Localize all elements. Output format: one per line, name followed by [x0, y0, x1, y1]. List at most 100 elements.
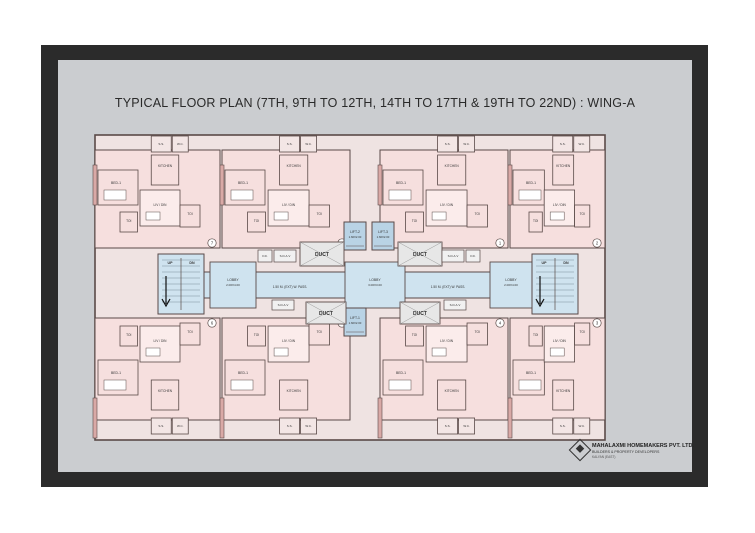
bottom-flat-4-toilet-b	[528, 325, 543, 347]
bottom-flat-1-living	[139, 325, 181, 363]
top-flat-4-living	[543, 189, 576, 227]
top-flat-4-balcony-edge	[507, 164, 513, 206]
duct-bottom-right-cross-b	[399, 301, 441, 325]
top-flat-2-shaft	[279, 135, 301, 153]
bottom-flat-2-bedroom-label: BED-1	[238, 371, 248, 375]
staircase-left-up-label: UP	[168, 261, 174, 265]
bottom-flat-3-wc	[458, 417, 476, 435]
lift-3-size: 1.60X2.00	[377, 235, 390, 239]
bottom-flat-1-kitchen	[150, 379, 180, 411]
bottom-flat-3-balcony-edge	[377, 397, 383, 439]
top-flat-4-number: 2	[596, 240, 599, 245]
top-flat-3-sofa-furniture	[431, 211, 447, 221]
bottom-flat-4-toilet-b-label: TOI	[533, 333, 538, 337]
bottom-flat-1-wc	[171, 417, 189, 435]
bottom-flat-4-bedroom-label: BED-1	[526, 371, 536, 375]
duct-bottom-right-label: DUCT	[413, 311, 427, 317]
bottom-flat-2-toilet-b-label: TOI	[254, 333, 259, 337]
service-box-1-label: F.D.	[262, 254, 268, 258]
top-flat-2-toilet-a-label: TOI	[317, 212, 322, 216]
bottom-flat-4-wc	[573, 417, 591, 435]
bottom-flat-2-toilet-b	[247, 325, 266, 347]
bottom-flat-1-wc-label: W.C.	[177, 424, 184, 428]
developer-logo: MAHALAXMI HOMEMAKERS PVT. LTD. BUILDERS …	[568, 438, 694, 464]
bottom-flat-3-kitchen	[437, 379, 467, 411]
service-box-5	[441, 249, 465, 263]
bottom-flat-4-bed-furniture	[518, 379, 542, 391]
bottom-flat-2-shaft-label: S.S.	[287, 424, 293, 428]
bottom-flat-3-number: 4	[499, 320, 502, 325]
lobby-center-name: LOBBY	[369, 278, 381, 282]
bottom-flat-4-kitchen-label: KITCHEN	[556, 389, 571, 393]
top-flat-4-kitchen	[552, 154, 575, 186]
bottom-flat-3-shaft-label: S.S.	[445, 424, 451, 428]
bottom-flat-1-balcony-edge	[92, 397, 98, 439]
top-flat-3-wc-label: W.C.	[463, 142, 470, 146]
bottom-flat-1-living-label: LIV / DIN	[154, 339, 168, 343]
bottom-flat-1-number-circle	[207, 318, 217, 328]
top-flat-3-number-circle	[495, 238, 505, 248]
top-flat-4-toilet-a	[574, 204, 591, 228]
top-flat-2-kitchen	[279, 154, 309, 186]
lobby-right-size: 2.00X4.00	[504, 283, 518, 287]
bottom-flat-2-kitchen-label: KITCHEN	[287, 389, 302, 393]
bottom-flat-2-wc	[300, 417, 318, 435]
staircase-right-up-label: UP	[542, 261, 548, 265]
top-flat-4-number-circle	[592, 238, 602, 248]
top-flat-1-living-label: LIV / DIN	[154, 203, 168, 207]
service-box-2	[273, 249, 297, 263]
bottom-flat-1-toilet-b-label: TOI	[126, 333, 131, 337]
top-flat-3-toilet-a	[466, 204, 488, 228]
top-flat-3-bedroom-label: BED-1	[396, 181, 406, 185]
bottom-flat-4-shaft	[552, 417, 574, 435]
bottom-flat-1-kitchen-label: KITCHEN	[158, 389, 173, 393]
bottom-flat-3-kitchen-label: KITCHEN	[445, 389, 460, 393]
staircase-right-dn-label: DN	[563, 261, 569, 265]
bottom-flat-1-bed-furniture	[103, 379, 127, 391]
top-flat-3-toilet-a-label: TOI	[475, 212, 480, 216]
top-flat-3-bed-furniture	[388, 189, 412, 201]
bottom-flat-2-balcony-edge	[219, 397, 225, 439]
lift-2-size: 1.60X2.00	[349, 235, 362, 239]
top-flat-1-kitchen	[150, 154, 180, 186]
lobby-left	[209, 261, 257, 309]
bottom-flat-2-wc-label: W.C.	[305, 424, 312, 428]
bottom-flat-1-sofa-furniture	[145, 347, 161, 357]
top-flat-2-toilet-a	[308, 204, 330, 228]
staircase-left-dn-label: DN	[189, 261, 195, 265]
top-flat-2-wc	[300, 135, 318, 153]
service-box-2-label: S.D.A.V	[280, 254, 291, 258]
top-flat-4-shaft-label: S.S.	[560, 142, 566, 146]
passage-right-label: 1.50 M. (EXT) W. PASS.	[431, 285, 466, 289]
service-box-4	[465, 249, 481, 263]
top-flat-4-bed-furniture	[518, 189, 542, 201]
service-box-5-label: S.D.A.V	[448, 254, 459, 258]
top-flat-4-toilet-a-label: TOI	[580, 212, 585, 216]
developer-name: MAHALAXMI HOMEMAKERS PVT. LTD.	[592, 443, 694, 449]
developer-logo-icon	[568, 438, 592, 462]
top-flat-4-toilet-b-label: TOI	[533, 219, 538, 223]
top-flat-1-toilet-a-label: TOI	[187, 212, 192, 216]
bottom-flat-4-kitchen	[552, 379, 575, 411]
bottom-flat-4-shaft-label: S.S.	[560, 424, 566, 428]
lift-2-name: LIFT-2	[350, 230, 360, 234]
top-flat-1-toilet-a	[179, 204, 201, 228]
top-flat-3-kitchen-label: KITCHEN	[445, 164, 460, 168]
top-flat-3-balcony-edge	[377, 164, 383, 206]
top-flat-2-wc-label: W.C.	[305, 142, 312, 146]
bottom-flat-3-shaft	[437, 417, 459, 435]
top-flat-3-living-label: LIV / DIN	[440, 203, 454, 207]
bottom-flat-4-living-label: LIV / DIN	[553, 339, 567, 343]
top-flat-1-wc	[171, 135, 189, 153]
bottom-flat-1-toilet-a	[179, 322, 201, 346]
bottom-flat-1-toilet-b	[119, 325, 138, 347]
top-flat-1-toilet-b-label: TOI	[126, 219, 131, 223]
staircase-left-arrow	[161, 276, 171, 308]
top-flat-3-number: 1	[499, 240, 502, 245]
bottom-flat-3-living-label: LIV / DIN	[440, 339, 454, 343]
top-flat-1-living	[139, 189, 181, 227]
bottom-flat-1-bedroom-label: BED-1	[111, 371, 121, 375]
top-flat-3-shaft	[437, 135, 459, 153]
top-flat-4-toilet-b	[528, 211, 543, 233]
bottom-flat-1-toilet-a-label: TOI	[187, 330, 192, 334]
